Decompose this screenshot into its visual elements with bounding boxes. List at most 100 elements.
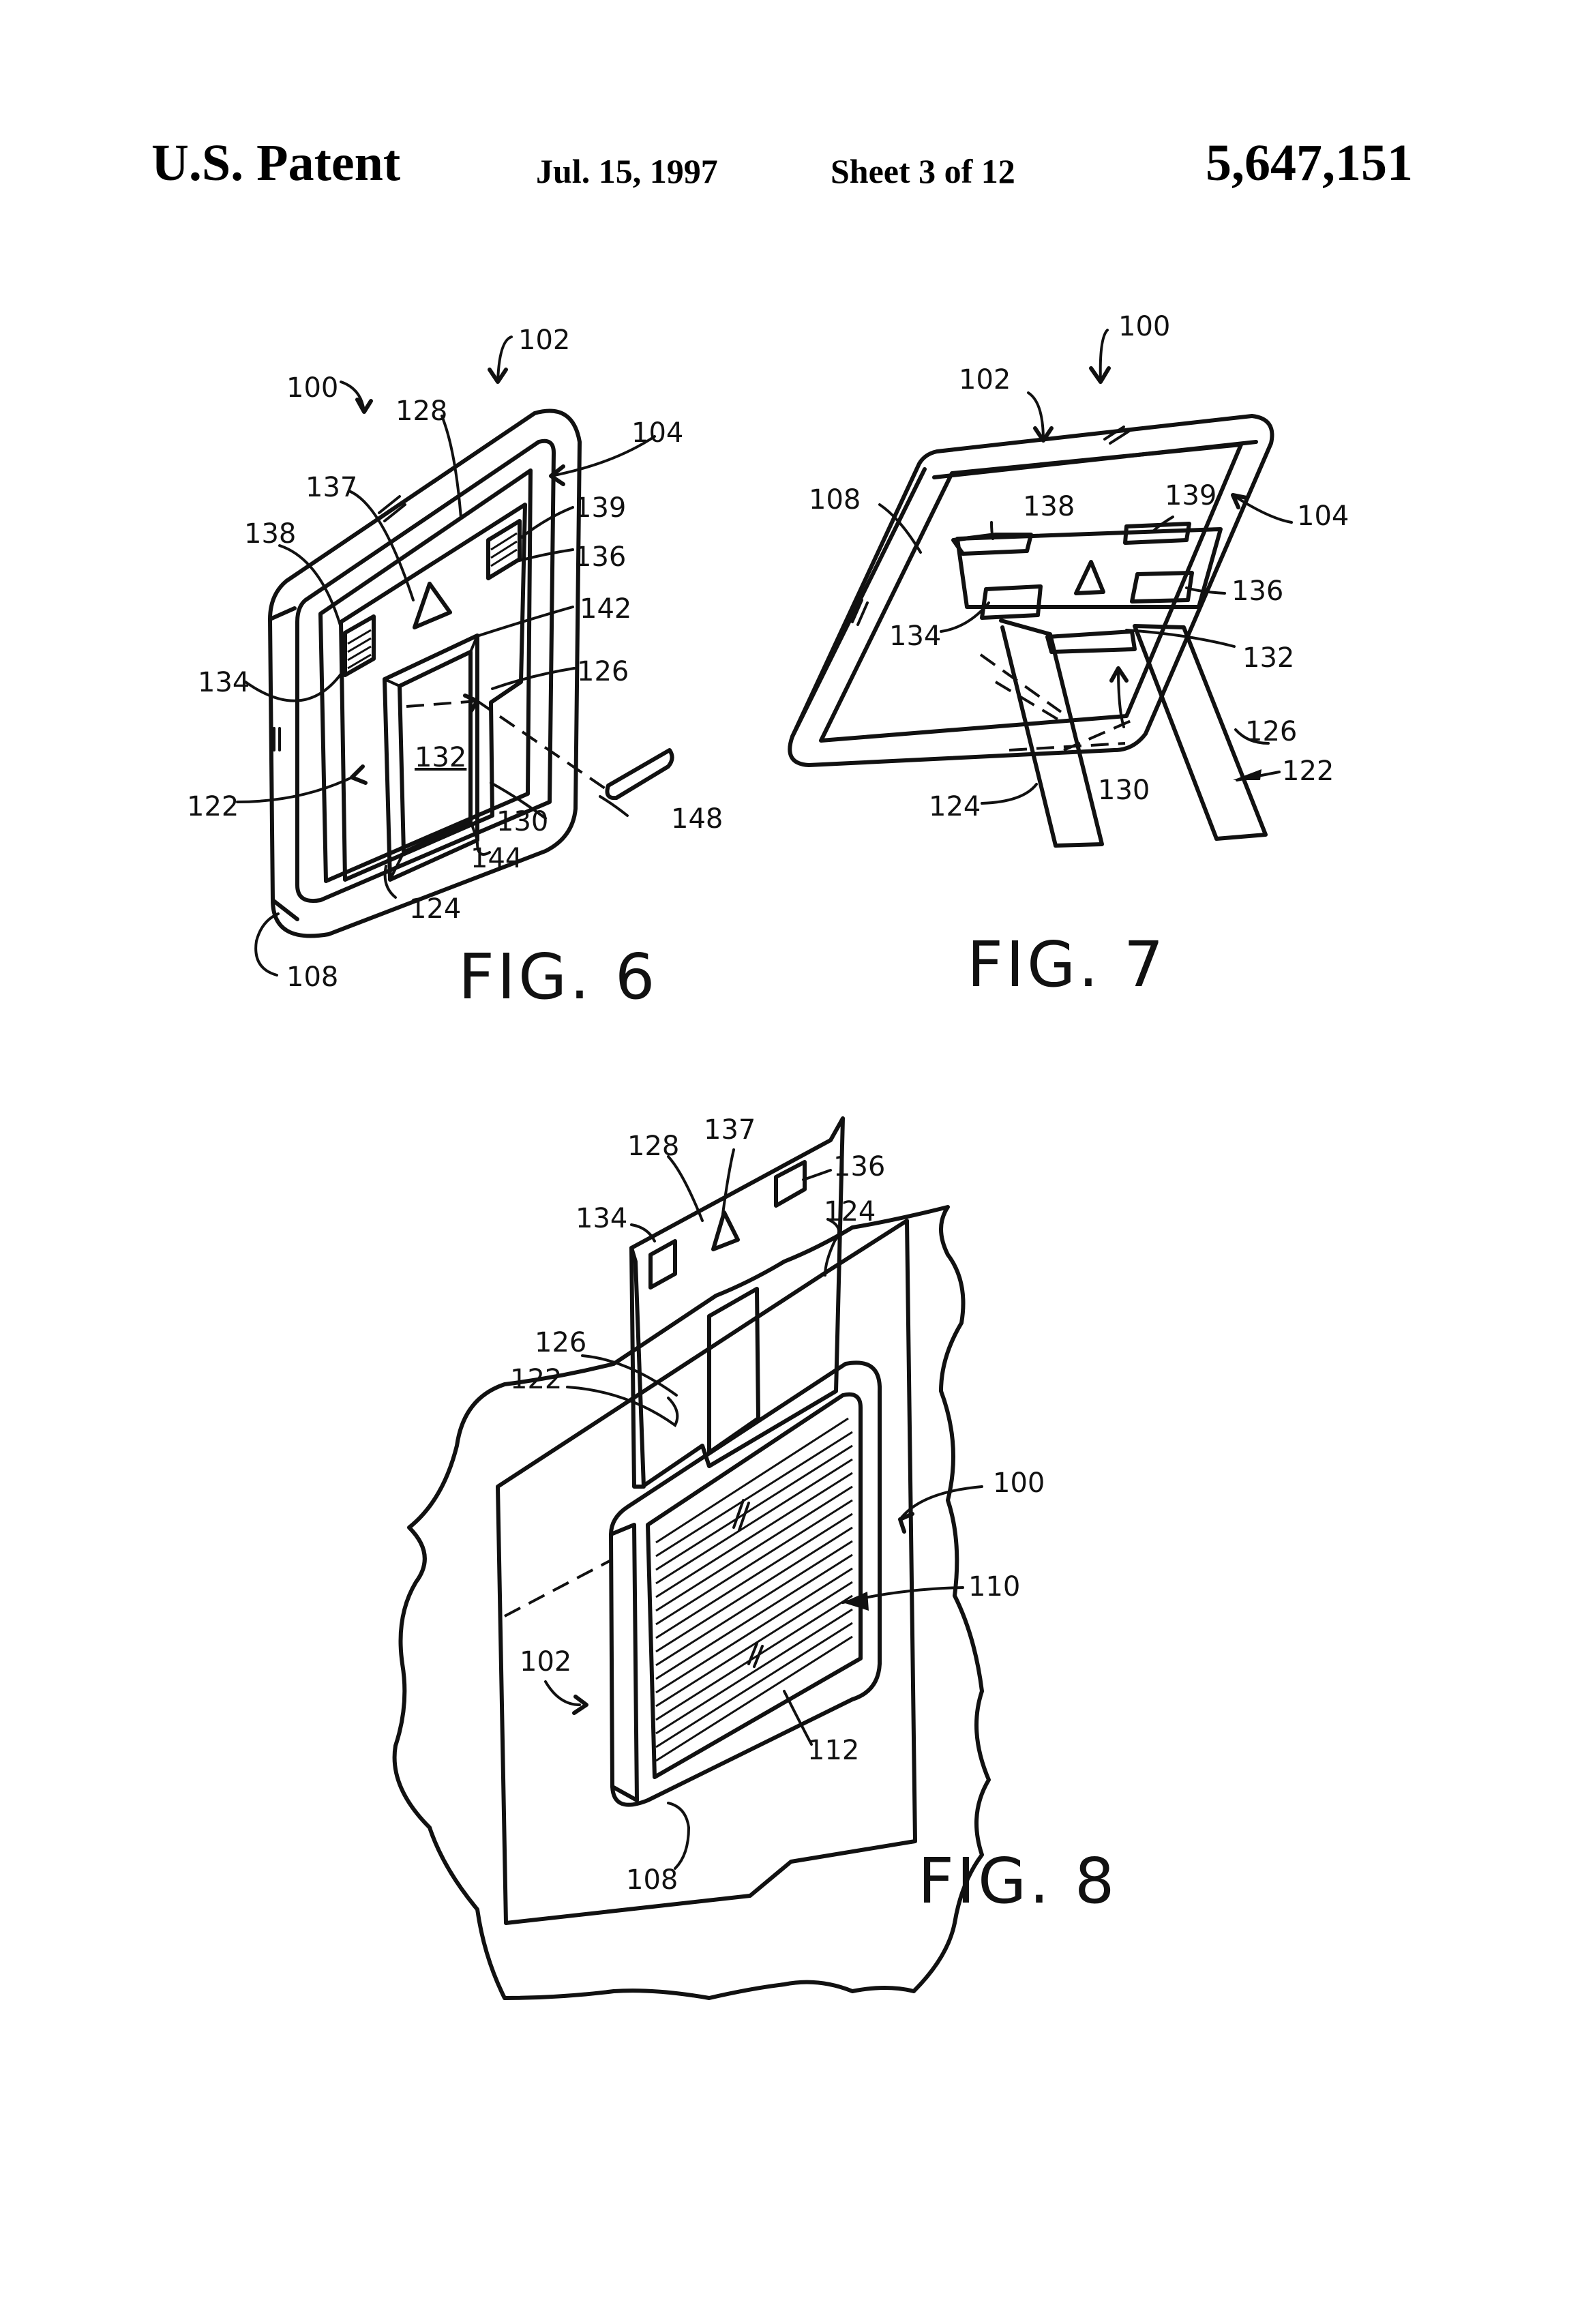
fig6-frame-side [268, 606, 299, 921]
fig7-leg-126 [1133, 624, 1268, 841]
fig8-ref-112: 112 [807, 1735, 859, 1766]
fig6-frame-outer [268, 408, 582, 938]
fig8-ref-137: 137 [704, 1114, 756, 1146]
fig7-ref-100: 100 [1118, 311, 1170, 342]
fig8-dashed-line [504, 1559, 612, 1618]
fig7-arrow-122 [1233, 769, 1262, 780]
fig8-backplate [629, 1116, 845, 1489]
fig6-slot-136 [486, 519, 522, 580]
fig8-caption: FIG. 8 [918, 1845, 1117, 1918]
fig7-glass-marks [851, 426, 1131, 626]
fig8-backplate-edge [629, 1246, 646, 1489]
fig6-ref-130: 130 [496, 806, 548, 837]
fig6-ref-136: 136 [574, 541, 626, 573]
fig7-ref-136: 136 [1232, 576, 1283, 607]
fig6-ref-137: 137 [305, 472, 357, 503]
fig8-ref-100: 100 [993, 1468, 1045, 1499]
fig8-arrowheads [572, 1512, 914, 1715]
fig7-hidden-lines [979, 653, 1139, 751]
fig7-ref-130: 130 [1098, 775, 1150, 806]
fig6-ref-128: 128 [395, 396, 447, 427]
fig8-ref-110: 110 [968, 1571, 1020, 1603]
fig7-ref-132: 132 [1242, 642, 1294, 674]
fig8-ref-128: 128 [627, 1131, 679, 1162]
patent-title: U.S. Patent [151, 134, 401, 192]
fig7-opening-132 [1045, 629, 1137, 654]
fig6-triangle-137 [413, 582, 452, 629]
fig8-ref-136: 136 [833, 1151, 885, 1182]
fig8-leaders [544, 1148, 983, 1870]
fig6-panel [339, 503, 527, 882]
fig6-ref-124: 124 [409, 893, 461, 925]
fig7-clip-138 [951, 533, 1033, 556]
fig6-drawing: 100 102 128 104 137 138 139 136 142 134 … [187, 325, 723, 1013]
fig8-ref-124: 124 [824, 1196, 876, 1227]
fig6-frame-inner [295, 438, 556, 903]
fig8-backplate-slot [707, 1287, 760, 1455]
fig7-arrowheads [1033, 366, 1249, 683]
fig7-leaders [878, 329, 1293, 805]
fig8-glass-marks [732, 1499, 764, 1668]
fig7-leg-124 [999, 619, 1104, 848]
patent-date: Jul. 15, 1997 [536, 152, 718, 190]
fig8-ref-102: 102 [520, 1646, 571, 1678]
fig6-ref-102: 102 [518, 325, 570, 356]
fig7-clip-139 [1123, 522, 1191, 545]
fig7-slot-134 [980, 584, 1043, 620]
fig6-arrowheads [350, 368, 565, 785]
fig7-ref-138: 138 [1023, 491, 1075, 522]
fig7-ref-108: 108 [809, 484, 861, 516]
fig7-frame-outer [788, 414, 1274, 767]
fig7-ref-139: 139 [1165, 480, 1217, 511]
fig7-slot-136 [1130, 571, 1194, 604]
fig6-ref-139: 139 [574, 492, 626, 524]
fig8-louvres-110 [655, 1417, 853, 1762]
fig6-caption: FIG. 6 [458, 940, 657, 1013]
fig6-ref-148: 148 [671, 803, 723, 835]
fig6-ref-142: 142 [580, 593, 631, 625]
fig7-ref-126: 126 [1245, 716, 1297, 747]
fig8-ref-134: 134 [576, 1203, 627, 1234]
fig8-sheet [496, 1219, 917, 1925]
fig8-slot-134 [648, 1239, 677, 1290]
fig6-opening-edge [383, 634, 479, 881]
fig6-dashed-projection [406, 700, 608, 791]
fig6-ref-100: 100 [286, 372, 338, 404]
fig8-frame-side [609, 1523, 639, 1802]
fig8-frame-inner [646, 1392, 863, 1779]
fig7-panel [955, 527, 1223, 609]
fig7-ref-124: 124 [929, 791, 981, 822]
patent-number: 5,647,151 [1206, 134, 1413, 192]
fig6-slot-134 [343, 614, 376, 677]
fig7-ref-134: 134 [889, 621, 941, 652]
fig6-ref-144: 144 [471, 843, 522, 874]
fig8-ref-122: 122 [510, 1364, 562, 1395]
fig7-ref-104: 104 [1297, 501, 1349, 532]
fig6-tab-148 [605, 748, 674, 801]
sheet-number: Sheet 3 of 12 [831, 152, 1015, 190]
fig8-arrow-110 [843, 1592, 869, 1611]
fig7-ref-122: 122 [1282, 756, 1334, 787]
fig6-glass-marks [273, 495, 406, 751]
fig6-ref-132: 132 [415, 742, 466, 773]
fig8-wall [392, 1205, 991, 2000]
fig8-ref-108: 108 [626, 1864, 678, 1896]
fig7-triangle [1074, 560, 1105, 595]
fig7-drawing: 100 102 108 138 139 104 136 134 132 126 … [788, 311, 1349, 1001]
fig8-slot-136 [774, 1160, 807, 1208]
fig6-leaders [236, 336, 656, 977]
fig8-triangle-137 [711, 1210, 740, 1251]
fig6-ref-138: 138 [244, 518, 296, 550]
fig8-drawing: 128 137 136 124 134 126 122 100 110 102 … [392, 1114, 1117, 2000]
fig8-frame-outer [609, 1360, 882, 1807]
fig7-ref-102: 102 [959, 364, 1011, 396]
fig6-ref-134: 134 [198, 667, 250, 698]
fig7-frame-inner [819, 443, 1243, 743]
fig6-ref-108: 108 [286, 962, 338, 993]
fig6-ref-122: 122 [187, 791, 239, 822]
fig6-ref-126: 126 [577, 656, 629, 687]
fig8-ref-126: 126 [535, 1327, 586, 1358]
fig7-caption: FIG. 7 [967, 928, 1166, 1001]
fig6-ref-104: 104 [631, 417, 683, 449]
